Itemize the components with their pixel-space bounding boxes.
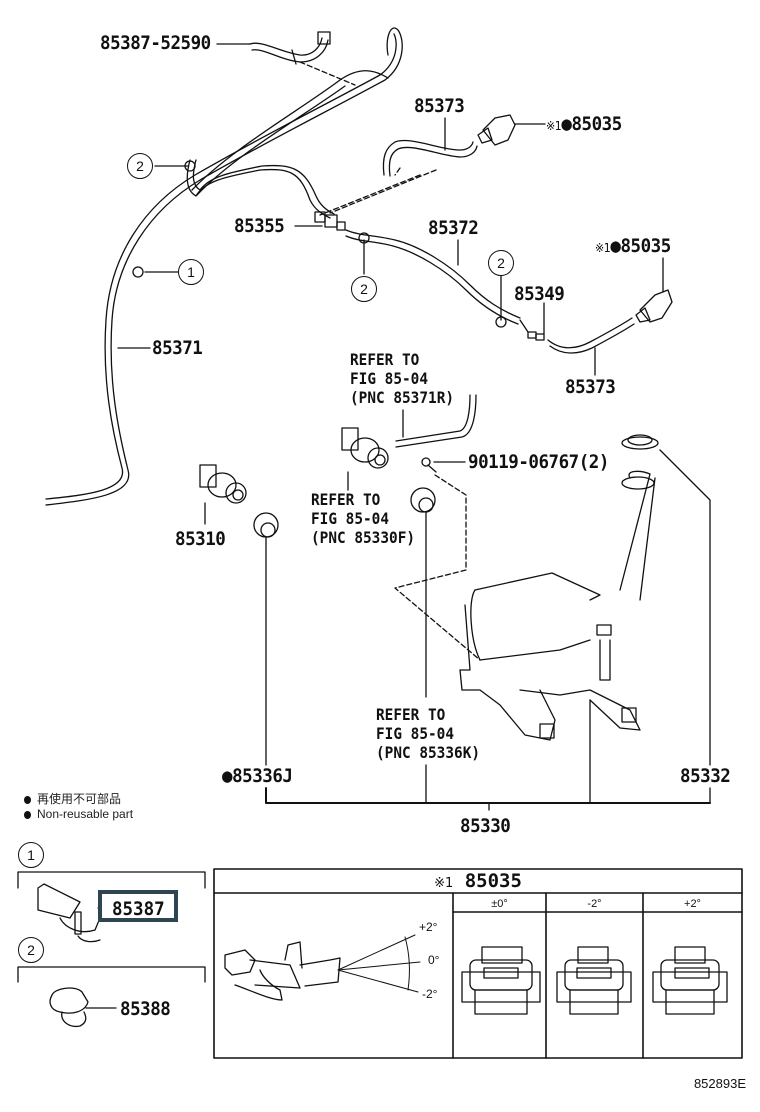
nozzle-85035-right xyxy=(635,289,673,323)
hose-85371 xyxy=(45,27,403,506)
grommet-85336J xyxy=(253,512,279,538)
nozzle-side-view xyxy=(224,941,341,1001)
legend-japanese: 再使用不可部品 xyxy=(24,790,121,807)
nonreusable-dot-icon xyxy=(24,810,31,819)
part-label-85373-top[interactable]: 85373 xyxy=(414,95,465,117)
part-label-85035-right[interactable]: ※1●85035 xyxy=(595,237,671,256)
part-label-90119-06767[interactable]: 90119-06767(2) xyxy=(468,451,609,473)
hose-85372 xyxy=(345,229,521,325)
nonreusable-dot-icon xyxy=(24,795,31,804)
joint-85349 xyxy=(527,331,545,341)
legend-english: Non-reusable part xyxy=(24,807,133,821)
cap-85332 xyxy=(621,434,659,450)
hose-85387-52590 xyxy=(249,31,331,65)
part-label-85372[interactable]: 85372 xyxy=(428,217,479,239)
dashed-guide xyxy=(299,61,356,86)
part-label-85371[interactable]: 85371 xyxy=(152,337,203,359)
inset-clip-callout-2: 2 xyxy=(18,937,44,963)
part-number: 85035 xyxy=(571,113,622,135)
nozzle-85035-top xyxy=(477,114,516,146)
clip-callout-1[interactable]: 1 xyxy=(178,259,204,285)
nozzle-col-minus2: -2° xyxy=(587,898,602,910)
nozzle-col-zero: ±0° xyxy=(491,898,508,910)
part-label-85310[interactable]: 85310 xyxy=(175,528,226,550)
angle-label-plus2: +2° xyxy=(419,920,438,934)
part-label-85373-right[interactable]: 85373 xyxy=(565,376,616,398)
connector-view-plus2 xyxy=(652,946,728,1015)
part-label-85330[interactable]: 85330 xyxy=(460,815,511,837)
angle-label-zero: 0° xyxy=(428,953,440,967)
part-label-85387-52590[interactable]: 85387-52590 xyxy=(100,32,211,54)
note-mark: ※1 xyxy=(546,119,562,133)
hose-85371R xyxy=(395,394,477,448)
clip-callout-2[interactable]: 2 xyxy=(488,250,514,276)
clip-callout-2[interactable]: 2 xyxy=(127,153,153,179)
bracket-85330 xyxy=(265,787,711,804)
connector-view-zero xyxy=(461,946,541,1015)
reservoir-tank-85330 xyxy=(459,470,656,741)
part-number: 85336J xyxy=(232,765,293,787)
pump-85310 xyxy=(199,464,247,504)
part-label-85035-top[interactable]: ※1●85035 xyxy=(546,115,622,134)
part-label-85355[interactable]: 85355 xyxy=(234,215,285,237)
hose-85373-top xyxy=(382,139,478,177)
connector-85355 xyxy=(314,211,346,231)
hose-upper-branch xyxy=(186,70,389,219)
nozzle-col-plus2: +2° xyxy=(684,898,701,910)
figure-id: 852893E xyxy=(693,1076,746,1091)
inset-divider-1 xyxy=(17,871,206,889)
leader-85332 xyxy=(659,449,711,766)
hose-85373-right xyxy=(519,317,635,354)
nozzle-table-frame xyxy=(213,868,743,1059)
part-number: 85035 xyxy=(620,235,671,257)
connector-view-minus2 xyxy=(556,946,632,1015)
inset-clip-callout-1: 1 xyxy=(18,842,44,868)
pump-85330F xyxy=(341,427,389,469)
part-label-85332[interactable]: 85332 xyxy=(680,765,731,787)
clip-85388-drawing xyxy=(49,987,89,1028)
part-label-85336J[interactable]: ●85336J xyxy=(222,765,293,787)
clip-85387-drawing xyxy=(37,883,101,943)
nozzle-table-title: ※1 85035 xyxy=(434,870,522,892)
clip-callout-2[interactable]: 2 xyxy=(351,276,377,302)
angle-label-minus2: -2° xyxy=(422,987,438,1001)
nonreusable-dot-icon: ● xyxy=(610,235,621,257)
highlighted-part-85387[interactable]: 85387 xyxy=(98,890,178,922)
part-label-85349[interactable]: 85349 xyxy=(514,283,565,305)
inset-divider-2 xyxy=(17,966,206,983)
bolt-90119-06767 xyxy=(421,457,437,473)
spray-angle-fan xyxy=(337,934,421,993)
part-label-85388[interactable]: 85388 xyxy=(120,998,171,1020)
nonreusable-dot-icon: ● xyxy=(222,765,233,787)
nonreusable-dot-icon: ● xyxy=(561,113,572,135)
note-mark: ※1 xyxy=(595,241,611,255)
